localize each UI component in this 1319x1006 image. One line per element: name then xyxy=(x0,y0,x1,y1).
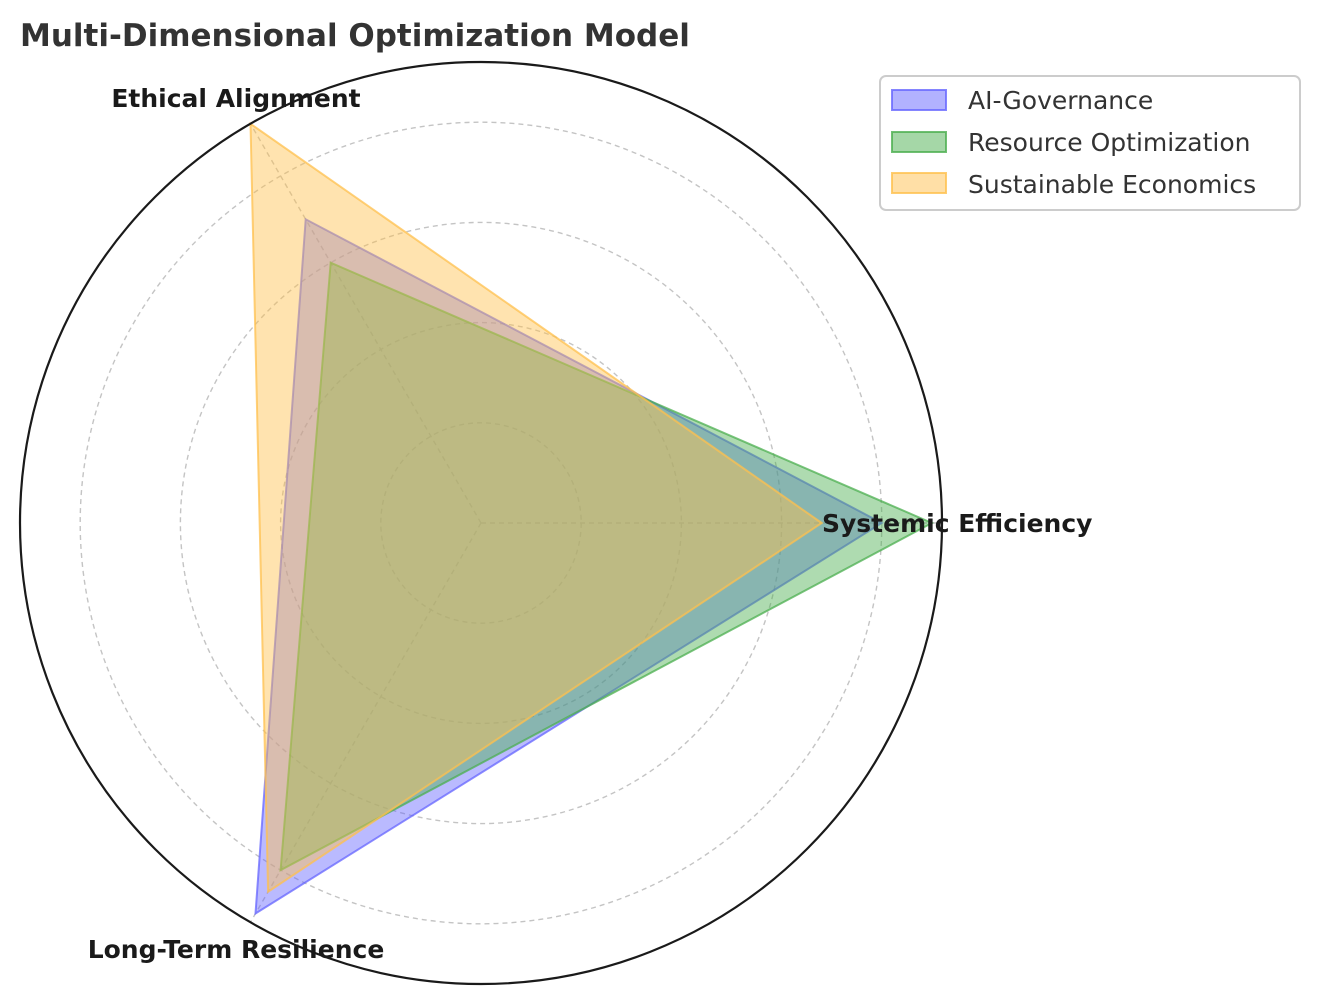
outer-frame xyxy=(18,60,944,986)
legend-label-sustainable-economics: Sustainable Economics xyxy=(968,170,1256,199)
spoke-line-1 xyxy=(249,123,482,524)
series-polygons xyxy=(249,121,935,916)
spoke-line-2 xyxy=(249,522,482,923)
legend-label-resource-optimization: Resource Optimization xyxy=(968,128,1251,157)
legend-label-ai-governance: AI-Governance xyxy=(968,86,1153,115)
chart-title: Multi-Dimensional Optimization Model xyxy=(20,18,690,54)
series-polygon-sustainable-economics xyxy=(249,121,824,894)
series-polygon-resource-optimization xyxy=(279,261,935,872)
series-polygon-ai-governance xyxy=(254,217,884,916)
legend-swatch-ai-governance xyxy=(891,89,947,111)
axis-label-systemic-efficiency: Systemic Efficiency xyxy=(822,509,1092,538)
axis-label-long-term-resilience: Long-Term Resilience xyxy=(88,935,385,964)
legend-frame xyxy=(879,75,1301,211)
legend-swatch-sustainable-economics xyxy=(891,172,947,194)
legend: AI-Governance Resource Optimization Sust… xyxy=(879,75,1301,211)
legend-swatch-resource-optimization xyxy=(891,131,947,153)
axis-label-ethical-alignment: Ethical Alignment xyxy=(111,84,360,113)
